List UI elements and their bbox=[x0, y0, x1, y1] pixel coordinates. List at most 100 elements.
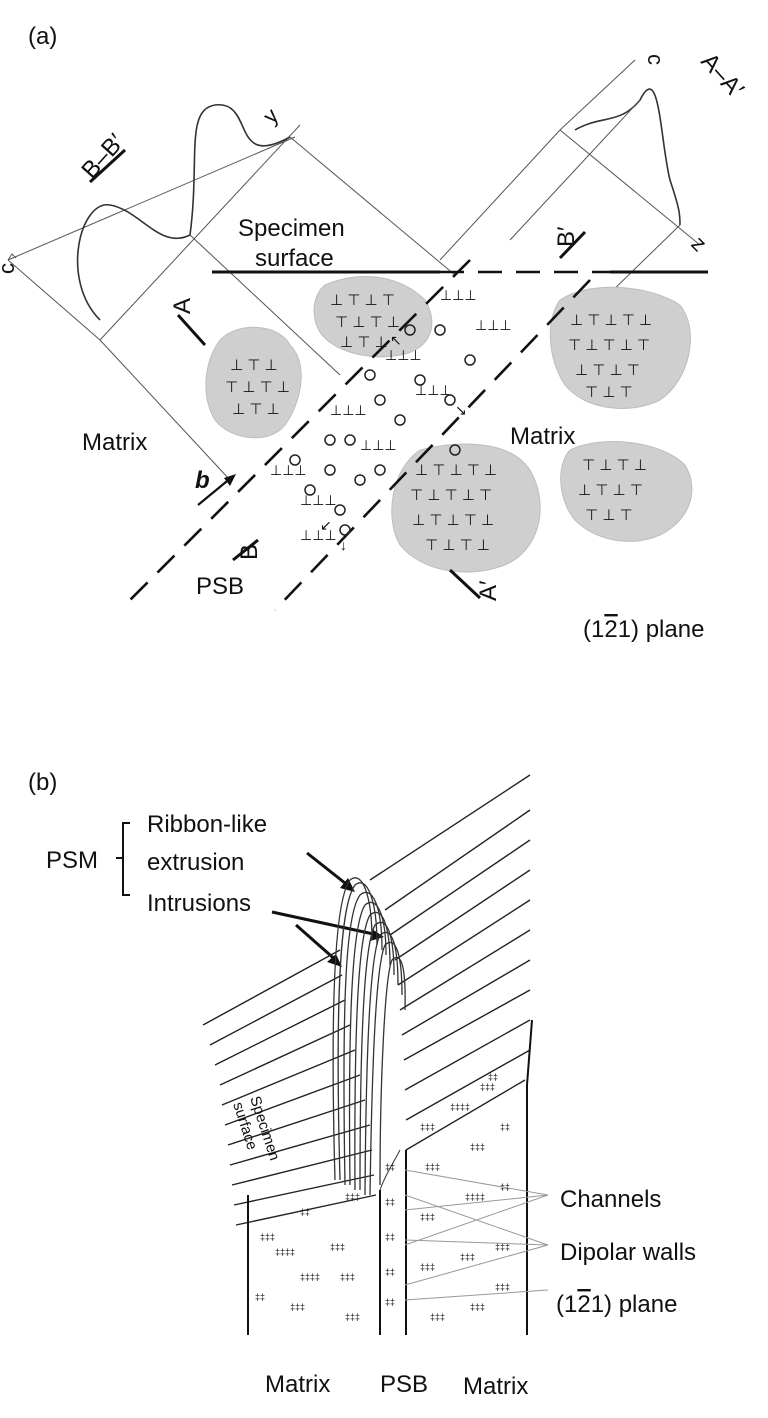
intrusion-arrow-2 bbox=[295, 923, 339, 964]
axis-y-label: y bbox=[258, 103, 283, 128]
vein-right-top bbox=[549, 286, 691, 409]
vein-cluster: ‡‡‡ bbox=[260, 1232, 275, 1242]
psb-boundary-left bbox=[124, 259, 471, 606]
slip-line bbox=[227, 1099, 366, 1146]
slip-line bbox=[389, 839, 531, 936]
dislocation-glyph: ⊤ ⊥ ⊤ ⊥ bbox=[225, 379, 290, 396]
matrix-right-label: Matrix bbox=[510, 423, 575, 450]
profile-aa-c-axis bbox=[559, 59, 636, 131]
lamella bbox=[337, 882, 378, 1181]
psb-wall: ‡‡ bbox=[385, 1297, 395, 1307]
section-bb-bar bbox=[88, 148, 127, 184]
block-edge-right-top bbox=[526, 1019, 533, 1086]
burgers-vector-arrowhead bbox=[224, 474, 236, 486]
marker-b-prime-label: B′ bbox=[553, 226, 580, 247]
burgers-vector-arrow bbox=[197, 476, 233, 506]
slip-line bbox=[219, 1024, 351, 1086]
vein-top bbox=[313, 276, 433, 358]
plane-label-a: (121) plane bbox=[583, 616, 704, 643]
matrix-left-label: Matrix bbox=[82, 429, 147, 456]
psb-wall: ‡‡ bbox=[385, 1267, 395, 1277]
wall-dislocations: ⊥⊥⊥ bbox=[300, 527, 337, 543]
slip-line bbox=[399, 929, 531, 1011]
panel-a-label: (a) bbox=[28, 23, 57, 50]
slip-line bbox=[221, 1049, 356, 1106]
vein-cluster: ‡‡ bbox=[255, 1292, 265, 1302]
dislocation-glyph: ⊤ ⊥ ⊤ bbox=[585, 507, 633, 524]
profile-aa-curve bbox=[574, 88, 681, 226]
profile-aa-z-axis bbox=[559, 129, 701, 246]
extrusion-lamellae bbox=[332, 877, 406, 1196]
screw-arrows: ↙ bbox=[320, 517, 332, 533]
marker-a-prime-bar bbox=[448, 568, 482, 600]
marker-a-bar bbox=[176, 313, 207, 347]
burgers-vector-label: b bbox=[195, 467, 210, 494]
vein-cluster: ‡‡ bbox=[300, 1207, 310, 1217]
vein-cluster: ‡‡‡ bbox=[340, 1272, 355, 1282]
walls-pointer bbox=[404, 1239, 549, 1246]
slip-line bbox=[397, 899, 531, 986]
walls-pointer bbox=[404, 1244, 549, 1286]
slip-line bbox=[233, 1174, 375, 1206]
dislocation-glyph: ⊥ ⊤ ⊥ ⊤ bbox=[575, 362, 640, 379]
slip-line bbox=[235, 1194, 377, 1226]
screw-arrows: ↘ bbox=[455, 402, 467, 418]
vein-cluster: ‡‡‡‡ bbox=[465, 1192, 485, 1202]
profile-bb-curve bbox=[76, 104, 291, 321]
intrusion-arrow-1 bbox=[271, 910, 379, 937]
intrusions-label: Intrusions bbox=[147, 890, 251, 917]
wall-dislocations: ⊥⊥⊥ bbox=[300, 492, 337, 508]
vein-cluster: ‡‡‡‡ bbox=[275, 1247, 295, 1257]
vein-cluster: ‡‡ bbox=[488, 1072, 498, 1082]
profile-aa: c z A–A′ bbox=[439, 48, 749, 299]
wall-dislocations: ⊥⊥⊥ bbox=[440, 287, 477, 303]
intrusion-arrow-2-head bbox=[327, 954, 342, 967]
slip-lines-left bbox=[202, 949, 377, 1226]
vein-cluster: ‡‡‡ bbox=[290, 1302, 305, 1312]
vein-cluster: ‡‡‡ bbox=[480, 1082, 495, 1092]
psm-brace bbox=[116, 822, 130, 896]
vein-cluster: ‡‡‡ bbox=[430, 1312, 445, 1322]
lamella bbox=[332, 877, 373, 1181]
slip-line bbox=[405, 1049, 531, 1121]
loop bbox=[449, 444, 461, 456]
vein-cluster: ‡‡‡ bbox=[330, 1242, 345, 1252]
projection-bb-1 bbox=[99, 339, 231, 481]
vein-center-bottom bbox=[391, 443, 541, 573]
specimen-surface-label-line1: Specimen bbox=[238, 215, 345, 242]
dislocation-glyph: ⊥ ⊤ ⊥ bbox=[340, 334, 388, 351]
marker-a-prime-label: A′ bbox=[475, 580, 502, 601]
loop bbox=[324, 464, 336, 476]
lamella bbox=[364, 932, 399, 1196]
channels-label: Channels bbox=[560, 1186, 661, 1213]
matrix-right-label-b: Matrix bbox=[463, 1373, 528, 1400]
vein-cluster: ‡‡‡‡ bbox=[300, 1272, 320, 1282]
dislocation-glyph: ⊤ ⊥ ⊤ ⊥ ⊤ bbox=[568, 337, 650, 354]
marker-b-prime-bar bbox=[558, 230, 587, 260]
wall-dislocations: ⊥⊥⊥ bbox=[415, 382, 452, 398]
slip-line bbox=[229, 1124, 371, 1166]
vein-cluster: ‡‡‡ bbox=[470, 1302, 485, 1312]
section-bb-label: B–B′ bbox=[76, 129, 130, 184]
wall-dislocations: ⊥⊥⊥ bbox=[475, 317, 512, 333]
loop bbox=[394, 414, 406, 426]
block-edges bbox=[247, 1019, 533, 1335]
slip-line bbox=[214, 999, 346, 1066]
vein-cluster: ‡‡‡ bbox=[420, 1262, 435, 1272]
slip-line bbox=[404, 1019, 531, 1091]
loop bbox=[414, 374, 426, 386]
vein-cluster: ‡‡ bbox=[500, 1122, 510, 1132]
loop bbox=[324, 434, 336, 446]
axis-c-left-label: c bbox=[0, 263, 19, 274]
dislocation-glyph: ⊤ ⊥ ⊤ ⊥ bbox=[582, 457, 647, 474]
walls-pointer bbox=[404, 1194, 549, 1246]
ribbon-label-line1: Ribbon-like bbox=[147, 811, 267, 838]
slip-line bbox=[369, 774, 531, 881]
vein-cluster: ‡‡‡‡ bbox=[450, 1102, 470, 1112]
loop bbox=[404, 324, 416, 336]
wall-dislocations: ⊥⊥⊥ bbox=[270, 462, 307, 478]
vein-cluster: ‡‡‡ bbox=[495, 1282, 510, 1292]
projection-bb-3 bbox=[289, 136, 456, 276]
loop bbox=[374, 464, 386, 476]
dipolar-walls-label: Dipolar walls bbox=[560, 1239, 696, 1266]
